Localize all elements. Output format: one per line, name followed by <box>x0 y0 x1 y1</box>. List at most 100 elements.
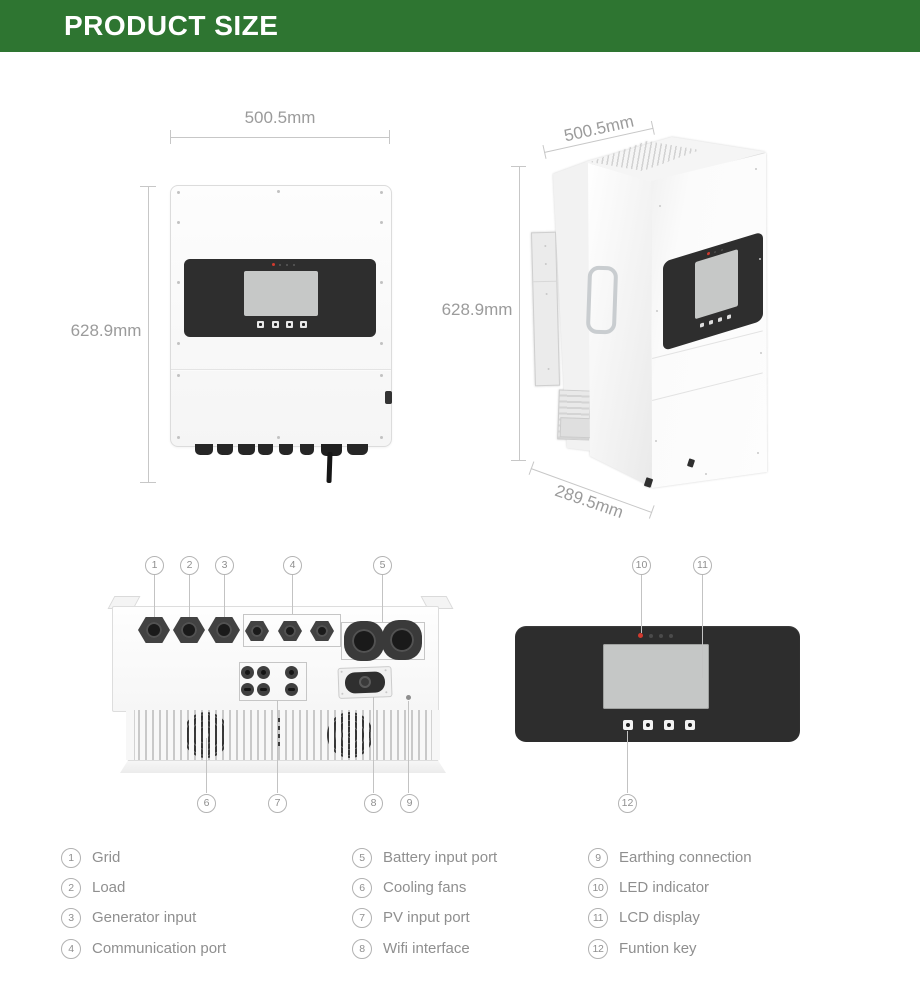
legend-num-9: 9 <box>588 847 608 868</box>
legend-item-grid: 1 Grid <box>61 847 121 868</box>
pv-port-box <box>239 662 307 701</box>
front-height-dim-line <box>148 187 149 483</box>
pv-connector <box>241 683 254 696</box>
leader-line-2 <box>189 575 190 617</box>
front-width-dim-line <box>170 130 390 144</box>
cable-gland <box>217 444 233 455</box>
cable-gland <box>195 444 213 455</box>
callout-10: 10 <box>632 556 651 575</box>
screw-dot <box>177 191 180 194</box>
iso-height-label: 628.9mm <box>441 300 513 319</box>
heatsink-fins <box>126 710 440 760</box>
pv-connector <box>285 666 298 679</box>
legend-item-cooling-fans: 6 Cooling fans <box>352 877 467 898</box>
screw-dot <box>380 374 383 377</box>
led-indicator-red <box>638 633 643 638</box>
screw-dot <box>277 436 280 439</box>
screw-dot <box>380 342 383 345</box>
cable-gland <box>279 444 293 455</box>
legend-num-3: 3 <box>61 907 81 928</box>
vent-hole <box>277 734 280 738</box>
pv-connector <box>257 666 270 679</box>
heatsink <box>126 710 440 760</box>
callout-3: 3 <box>215 556 234 575</box>
generator-gland <box>208 617 240 643</box>
legend-item-load: 2 Load <box>61 877 125 898</box>
screw-dot <box>757 452 759 454</box>
dc-switch-nub <box>385 391 392 404</box>
screw-dot <box>177 281 180 284</box>
wifi-plate <box>337 666 393 699</box>
status-led <box>279 264 281 266</box>
cable-gland <box>300 444 314 455</box>
legend-label-funtion-key: Funtion key <box>619 940 697 957</box>
legend-num-2: 2 <box>61 877 81 898</box>
front-height-label: 628.9mm <box>70 321 142 340</box>
legend-label-cooling-fans: Cooling fans <box>383 879 467 896</box>
led-indicator <box>649 634 653 638</box>
screw-dot <box>380 436 383 439</box>
header-bar: PRODUCT SIZE <box>0 0 920 52</box>
wifi-port <box>344 671 386 694</box>
leader-line-9 <box>408 701 409 793</box>
front-view: 500.5mm 628.9mm <box>0 60 460 520</box>
function-key <box>623 720 633 730</box>
callout-5: 5 <box>373 556 392 575</box>
load-gland <box>173 617 205 643</box>
legend-item-funtion-key: 12 Funtion key <box>588 938 697 959</box>
function-button <box>257 321 264 328</box>
callout-12: 12 <box>618 794 637 813</box>
pv-connector <box>285 683 298 696</box>
cable-gland <box>321 444 342 456</box>
heatsink-base <box>120 760 446 773</box>
screw-dot <box>380 191 383 194</box>
leader-line-5 <box>382 575 383 622</box>
legend-label-grid: Grid <box>92 849 121 866</box>
leader-line-10 <box>641 575 642 633</box>
vent-hole <box>277 742 280 746</box>
iso-height-tick-top <box>511 166 526 167</box>
vent-hole <box>277 718 280 722</box>
leader-line-12 <box>627 731 628 793</box>
led-indicator <box>669 634 673 638</box>
status-led <box>293 264 295 266</box>
legend-item-pv-input-port: 7 PV input port <box>352 907 470 928</box>
legend-label-communication-port: Communication port <box>92 940 227 957</box>
legend: 1 Grid 2 Load 3 Generator input 4 Commun… <box>0 830 920 995</box>
legend-num-6: 6 <box>352 877 372 898</box>
function-button <box>272 321 279 328</box>
communication-gland <box>310 621 334 641</box>
function-key <box>643 720 653 730</box>
bottom-view: 1 2 3 4 5 <box>0 0 460 830</box>
inverter-iso-body <box>530 141 768 488</box>
communication-port-box <box>243 614 341 647</box>
iso-height-tick-bottom <box>511 460 526 461</box>
callout-2: 2 <box>180 556 199 575</box>
screw-dot <box>177 342 180 345</box>
panel-view: 10 11 12 <box>460 0 920 830</box>
status-led <box>286 264 288 266</box>
communication-gland <box>278 621 302 641</box>
screw-dot <box>705 473 707 475</box>
leader-line-6 <box>206 738 207 793</box>
callout-6: 6 <box>197 794 216 813</box>
legend-num-8: 8 <box>352 938 372 959</box>
legend-num-10: 10 <box>588 877 608 898</box>
callout-11: 11 <box>693 556 712 575</box>
front-control-panel <box>184 259 376 337</box>
battery-gland <box>382 620 422 660</box>
screw-dot <box>760 352 762 354</box>
pv-connector <box>241 666 254 679</box>
legend-item-generator-input: 3 Generator input <box>61 907 197 928</box>
legend-label-generator-input: Generator input <box>92 909 197 926</box>
function-key <box>685 720 695 730</box>
screw-dot <box>380 281 383 284</box>
leader-line-8 <box>373 697 374 793</box>
legend-item-wifi-interface: 8 Wifi interface <box>352 938 470 959</box>
front-width-label: 500.5mm <box>244 108 316 127</box>
callout-7: 7 <box>268 794 287 813</box>
legend-num-12: 12 <box>588 938 608 959</box>
front-seam-highlight <box>171 370 391 371</box>
screw-dot <box>177 436 180 439</box>
